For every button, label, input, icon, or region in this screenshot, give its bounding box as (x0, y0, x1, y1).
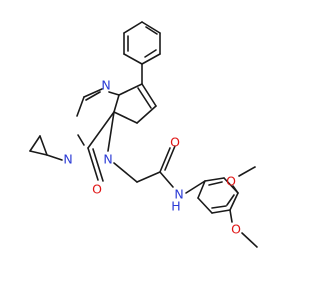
bond (77, 134, 85, 146)
bond (107, 111, 115, 152)
o-amide: O (170, 135, 180, 150)
bond (136, 171, 161, 183)
n-pyrrole: N (103, 152, 112, 167)
molecule-structure: N N N O O N H O O (29, 21, 258, 248)
bond (238, 166, 256, 177)
bond (141, 53, 161, 65)
bond (108, 91, 120, 96)
bond (232, 185, 239, 194)
bond (92, 148, 104, 182)
o-methoxy-para: O (226, 174, 236, 189)
bond (229, 192, 239, 211)
h-amide: H (171, 199, 180, 214)
bond (208, 181, 223, 186)
bond (87, 111, 115, 149)
bond (83, 88, 103, 98)
bond (85, 91, 101, 101)
bond (137, 87, 152, 109)
bond (241, 232, 258, 248)
bond (204, 177, 225, 182)
bond (123, 53, 143, 65)
o-methoxy-meta: O (231, 222, 241, 237)
bond (39, 135, 48, 156)
bond (123, 21, 143, 34)
bond (144, 49, 157, 58)
n-pyrimidine-top: N (101, 78, 110, 93)
bond (197, 197, 213, 214)
n-pyrimidine-left: N (63, 152, 72, 167)
bond (118, 83, 143, 96)
o-lactam: O (92, 182, 102, 197)
bond (159, 171, 174, 188)
bond (197, 180, 206, 199)
bonds (29, 21, 258, 248)
bond (113, 111, 138, 124)
bond (164, 145, 176, 171)
n-amide: N (174, 187, 183, 202)
bond (141, 83, 157, 107)
bond (211, 209, 231, 214)
bond (113, 162, 138, 183)
atom-labels: N N N O O N H O O (63, 78, 241, 237)
bond (113, 94, 120, 113)
bond (229, 209, 233, 223)
bond (159, 147, 171, 173)
bond (226, 194, 235, 206)
bond (29, 135, 41, 152)
bond (76, 96, 85, 117)
bond (87, 147, 99, 181)
bond (211, 205, 227, 209)
bond (136, 105, 157, 124)
bond (29, 150, 48, 156)
bond (185, 180, 206, 194)
bond (145, 26, 158, 35)
bond (141, 21, 161, 34)
bond (46, 154, 63, 161)
